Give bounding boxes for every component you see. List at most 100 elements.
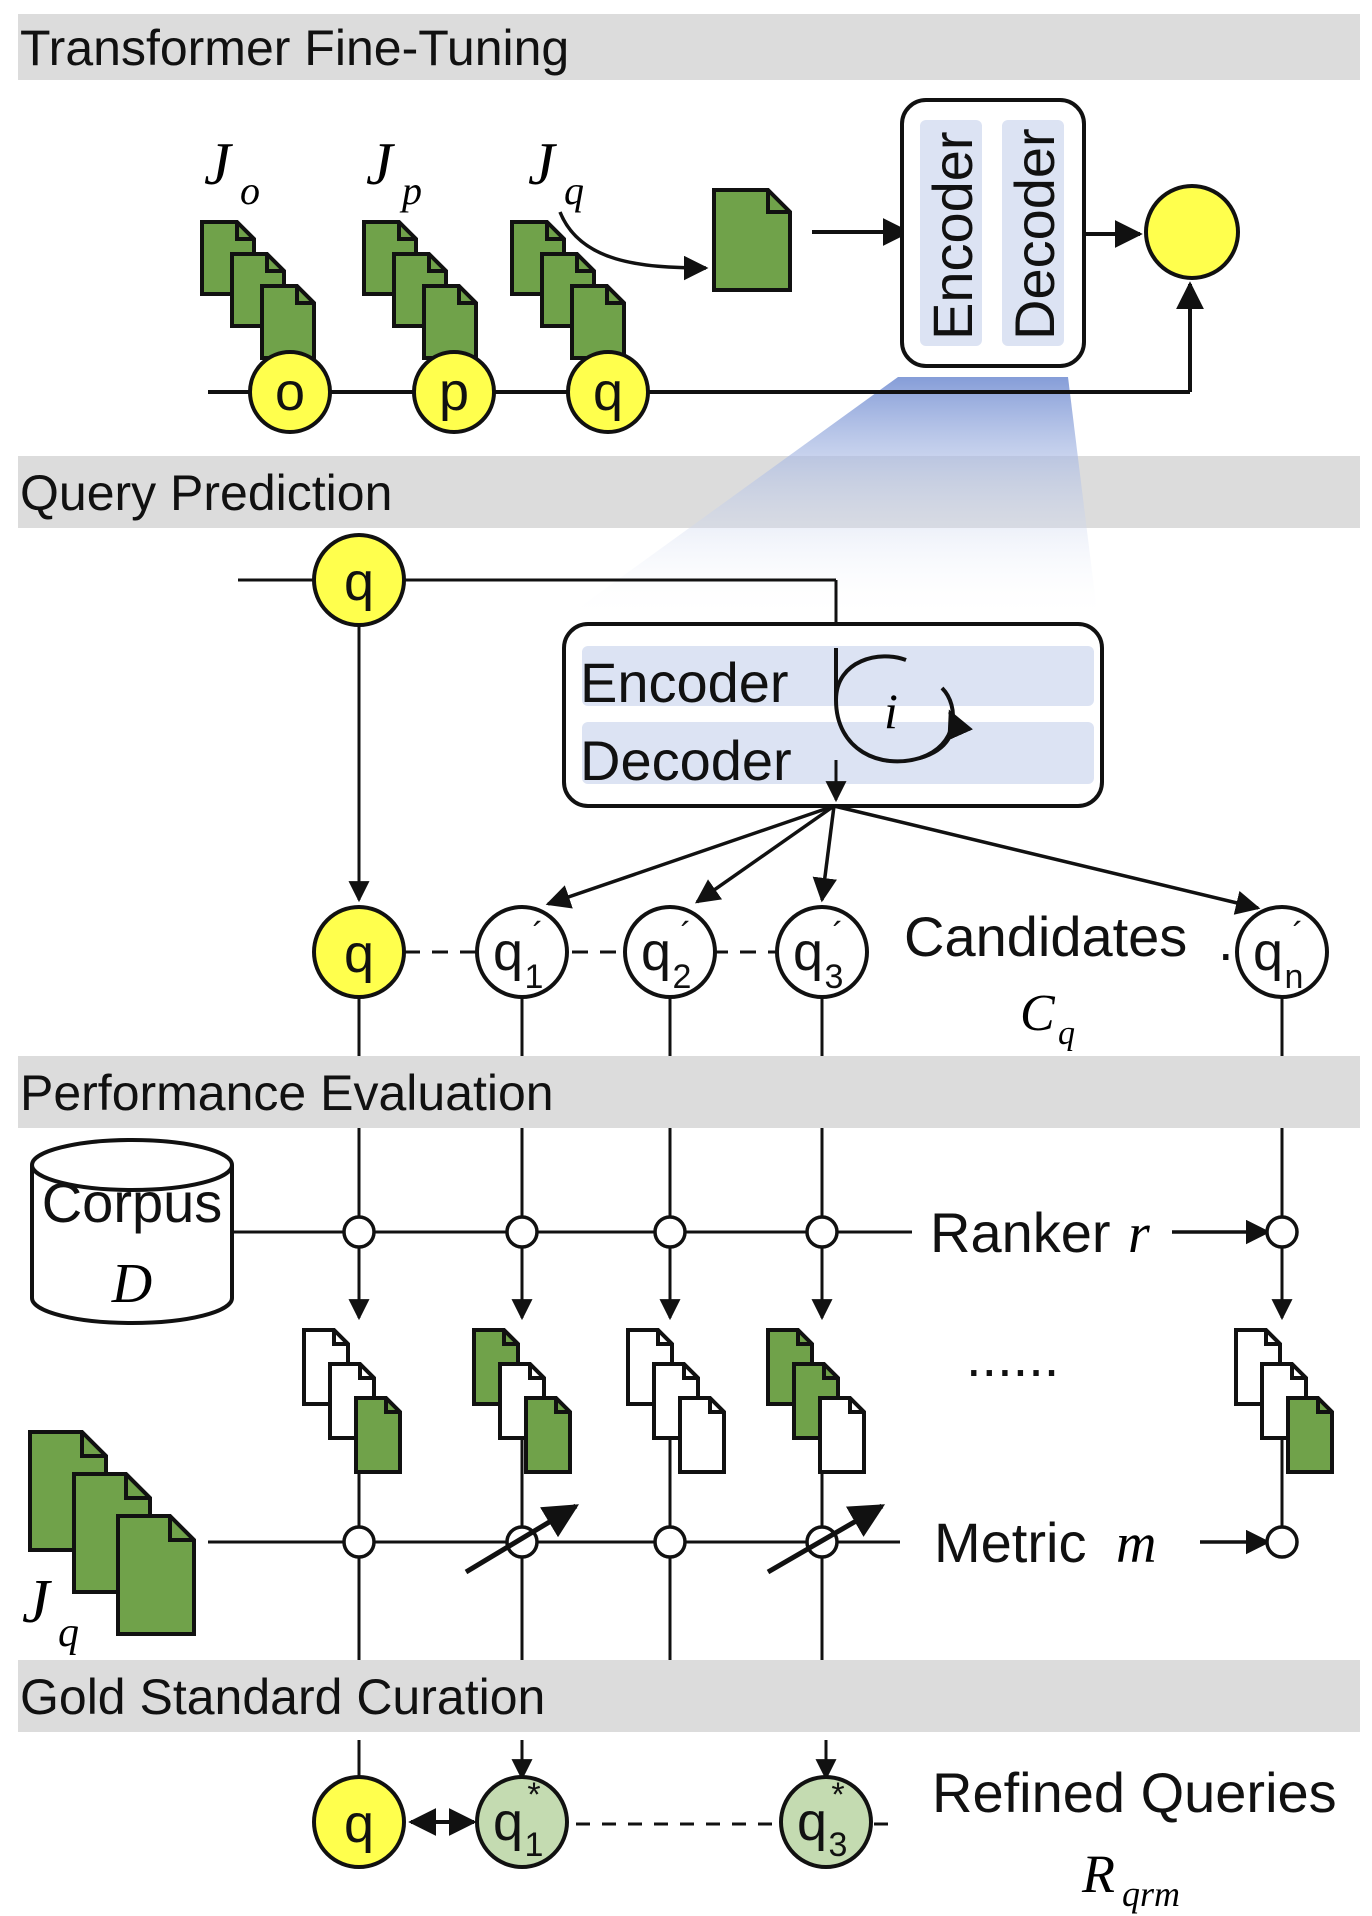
improvement-gauge-q3 — [766, 1503, 886, 1575]
document-icon — [570, 284, 626, 360]
prediction-encoder-label: Encoder — [580, 651, 789, 714]
original-query-node: q — [312, 905, 406, 999]
refined-index: 1 — [525, 1826, 544, 1864]
candidate-base: q — [793, 922, 823, 982]
ranker-label: Ranker — [930, 1201, 1111, 1264]
gold-query-node: q — [312, 1775, 406, 1869]
svg-text:q: q — [344, 924, 374, 984]
section-header-performance-evaluation: Performance Evaluation — [18, 1056, 1360, 1128]
refined-node-3: q*3 — [779, 1775, 873, 1869]
query-node-p: p — [412, 350, 496, 434]
result-stack — [472, 1328, 572, 1474]
fine-tune-encoder-label: Encoder — [921, 131, 984, 340]
sampled-document-icon — [712, 188, 792, 292]
document-icon — [1286, 1396, 1334, 1474]
relevance-judgments-stack — [28, 1430, 196, 1636]
document-icon — [678, 1396, 726, 1474]
sample-arrow — [558, 211, 709, 281]
relevance-judgments-label: J q — [22, 1568, 79, 1656]
document-icon — [354, 1396, 402, 1474]
input-query-node: q — [312, 533, 406, 627]
fine-tune-decoder-label: Decoder — [1003, 128, 1066, 340]
svg-text:R: R — [1081, 1844, 1115, 1904]
refined-base: q — [493, 1792, 523, 1852]
svg-text:J: J — [22, 1568, 52, 1636]
judgment-label-p: J p — [366, 131, 422, 213]
prediction-encoder-decoder-box: Encoder Decoder i — [562, 622, 1104, 808]
refined-base: q — [797, 1792, 827, 1852]
document-icon — [116, 1514, 196, 1636]
svg-text:q: q — [593, 362, 623, 422]
svg-text:J: J — [204, 131, 233, 197]
fine-tuned-model-node — [1144, 184, 1240, 280]
svg-text:o: o — [240, 168, 260, 213]
svg-text:J: J — [366, 131, 395, 197]
svg-text:q: q — [344, 552, 374, 612]
candidate-fan-arrows — [545, 804, 1261, 915]
candidate-index: n — [1285, 958, 1304, 996]
section-title-performance-evaluation: Performance Evaluation — [20, 1065, 554, 1121]
candidate-index: 3 — [825, 958, 844, 996]
result-stack — [1234, 1328, 1334, 1474]
refined-star: * — [527, 1776, 540, 1814]
refined-queries-symbol: R qrm — [1081, 1844, 1180, 1914]
result-ellipsis: ...... — [966, 1325, 1059, 1388]
svg-text:q: q — [564, 168, 584, 213]
corpus-symbol: D — [111, 1253, 152, 1315]
corpus-cylinder: Corpus D — [30, 1138, 234, 1325]
candidate-node-1: q´1 — [475, 905, 569, 999]
query-node-o: o — [248, 350, 332, 434]
candidate-index: 2 — [673, 958, 692, 996]
fine-tuning-document-stacks — [200, 220, 626, 360]
metric-junction — [653, 1525, 687, 1559]
candidate-base: q — [641, 922, 671, 982]
candidate-prime: ´ — [532, 916, 543, 954]
candidates-symbol: C q — [1020, 985, 1075, 1052]
prediction-decoder-label: Decoder — [580, 729, 792, 792]
judgment-stack-p — [362, 220, 478, 360]
svg-text:q: q — [58, 1610, 79, 1656]
refined-star: * — [831, 1776, 844, 1814]
svg-text:q: q — [344, 1794, 374, 1854]
metric-junction — [1265, 1525, 1299, 1559]
corpus-label: Corpus — [42, 1171, 223, 1234]
candidate-prime: ´ — [1292, 916, 1303, 954]
candidate-node-3: q´ 3 — [775, 905, 869, 999]
ranker-junction — [805, 1215, 839, 1249]
section-title-fine-tuning: Transformer Fine-Tuning — [20, 20, 569, 76]
candidates-label: Candidates — [904, 905, 1187, 968]
result-stack — [302, 1328, 402, 1474]
svg-text:p: p — [439, 362, 469, 422]
svg-text:.: . — [1218, 909, 1234, 972]
section-header-gold-standard: Gold Standard Curation — [18, 1660, 1360, 1732]
metric-symbol: m — [1116, 1513, 1156, 1575]
candidate-base: q — [1253, 922, 1283, 982]
document-icon — [422, 284, 478, 360]
section-header-fine-tuning: Transformer Fine-Tuning — [18, 14, 1360, 80]
document-icon — [524, 1396, 572, 1474]
query-node-q: q — [566, 350, 650, 434]
svg-text:q: q — [1058, 1015, 1075, 1052]
judgment-label-q: J q — [528, 131, 584, 213]
ranked-result-stacks — [302, 1328, 1334, 1474]
ranker-junction — [342, 1215, 376, 1249]
judgment-label-o: J o — [204, 131, 260, 213]
ranker-junction — [505, 1215, 539, 1249]
svg-text:C: C — [1020, 985, 1056, 1042]
improvement-gauge-q1 — [464, 1503, 580, 1575]
svg-text:qrm: qrm — [1122, 1874, 1180, 1914]
candidate-prime: ´ — [680, 916, 691, 954]
document-icon — [818, 1396, 866, 1474]
candidate-index: 1 — [525, 958, 544, 996]
candidate-prime: ´ — [832, 916, 843, 954]
refined-node-1: q* 1 — [475, 1775, 569, 1869]
result-stack — [766, 1328, 866, 1474]
fine-tune-encoder-decoder-box: Encoder Decoder — [900, 98, 1086, 368]
section-header-query-prediction: Query Prediction — [18, 456, 1360, 528]
ranker-junction — [653, 1215, 687, 1249]
zoom-beam — [562, 377, 1098, 620]
